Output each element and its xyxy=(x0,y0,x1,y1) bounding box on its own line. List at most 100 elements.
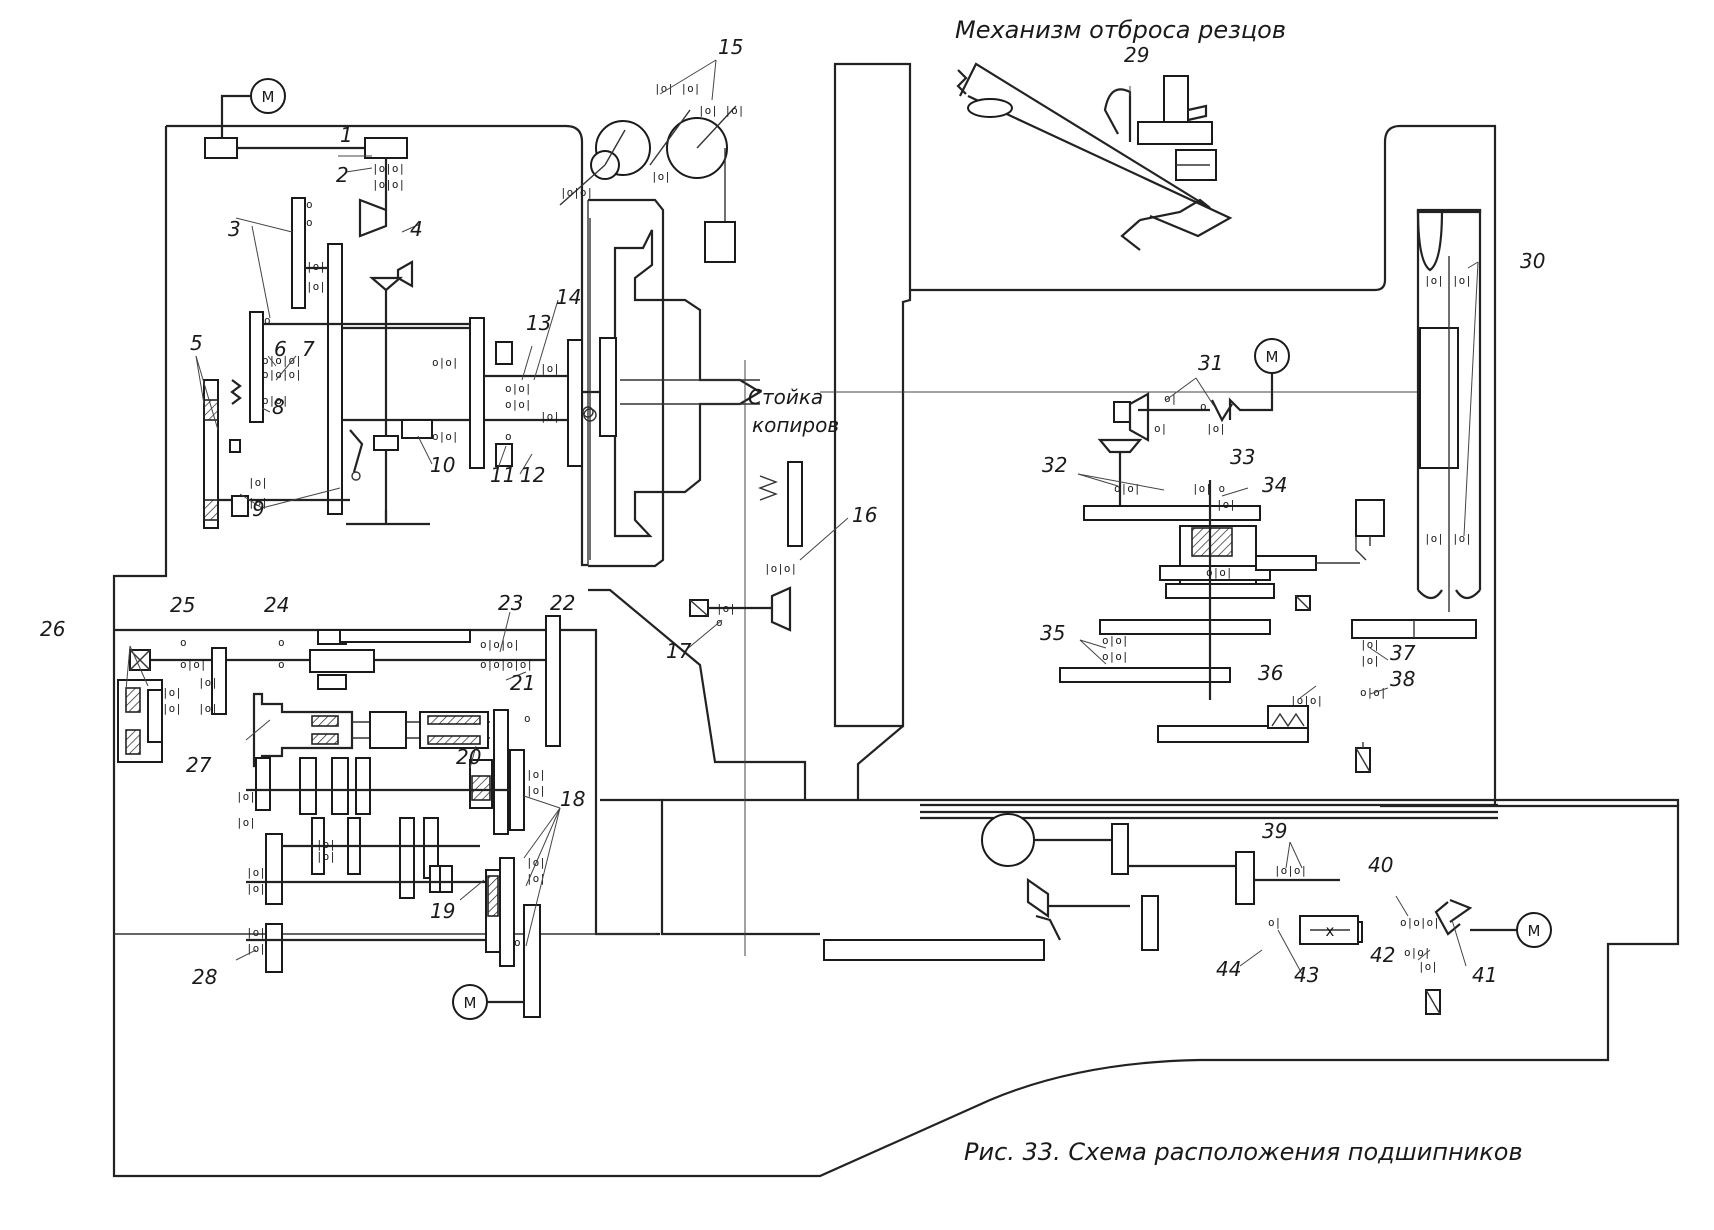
pulley-2 xyxy=(364,137,408,159)
svg-text:o|o|o|: o|o|o| xyxy=(262,368,302,381)
svg-text:o: o xyxy=(524,712,531,725)
motor-right-top: М xyxy=(1138,338,1290,423)
pos-2: 2 xyxy=(336,163,349,187)
svg-text:|o|: |o| xyxy=(198,702,218,715)
svg-text:o|o|: o|o| xyxy=(180,658,207,671)
table-drive-31-38: o|o |o| o| o|o| |o| o |o| o|o| o|o| o|o|… xyxy=(1059,392,1387,773)
svg-text:|o|: |o| xyxy=(1360,654,1380,667)
motor-label: М xyxy=(1528,922,1541,940)
pos-43: 43 xyxy=(1294,963,1319,987)
pos-10: 10 xyxy=(430,453,455,477)
svg-text:|o|: |o| xyxy=(526,768,546,781)
svg-text:|o|: |o| xyxy=(306,280,326,293)
svg-text:o|o|: o|o| xyxy=(1102,634,1129,647)
pos-24: 24 xyxy=(264,593,289,617)
pos-42: 42 xyxy=(1370,943,1395,967)
pos-6: 6 xyxy=(274,337,287,361)
svg-text:o|o|: o|o| xyxy=(1206,566,1233,579)
svg-text:o|: o| xyxy=(514,936,527,949)
pos-21: 21 xyxy=(510,671,535,695)
svg-text:|o|: |o| xyxy=(248,476,268,489)
pos-4: 4 xyxy=(410,217,423,241)
svg-text:|o|: |o| xyxy=(246,866,266,879)
figure-title: Механизм отброса резцов xyxy=(955,16,1286,44)
pos-9: 9 xyxy=(252,497,265,521)
svg-text:|o|: |o| xyxy=(1424,532,1444,545)
pos-1: 1 xyxy=(340,123,353,147)
svg-text:o: o xyxy=(306,216,313,229)
pos-17: 17 xyxy=(666,639,692,663)
svg-text:|o|: |o| xyxy=(716,602,736,615)
svg-text:|o|: |o| xyxy=(162,686,182,699)
svg-text:o|o|o|: o|o|o| xyxy=(1400,916,1440,929)
headstock-outline xyxy=(112,124,1680,1178)
svg-text:o: o xyxy=(264,314,271,327)
svg-text:o|o|: o|o| xyxy=(262,394,289,407)
apron-feed-39-44: x |o|o| o| o|o|o| o|o| |o| xyxy=(823,813,1473,1015)
lever-mechanism xyxy=(349,341,594,481)
svg-text:|o|o|: |o|o| xyxy=(560,186,593,199)
copier-stand-label-1: Стойка xyxy=(748,385,823,409)
svg-text:|o|: |o| xyxy=(540,410,560,423)
bevel-gear-2 xyxy=(358,198,388,238)
pos-27: 27 xyxy=(186,753,212,777)
pos-8: 8 xyxy=(272,395,285,419)
pos-13: 13 xyxy=(526,311,551,335)
pos-44: 44 xyxy=(1216,957,1241,981)
svg-text:|o|: |o| xyxy=(1418,960,1438,973)
svg-text:|o|: |o| xyxy=(1206,422,1226,435)
bed-and-slides xyxy=(114,588,1680,936)
pos-28: 28 xyxy=(192,965,217,989)
svg-text:|o|: |o| xyxy=(316,838,336,851)
pos-38: 38 xyxy=(1390,667,1415,691)
svg-text:|o|: |o| xyxy=(540,362,560,375)
pos-30: 30 xyxy=(1520,249,1545,273)
pos-3: 3 xyxy=(228,217,241,241)
pos-5: 5 xyxy=(190,331,203,355)
copier-stand-label-2: копиров xyxy=(752,413,839,437)
svg-text:o|o|: o|o| xyxy=(432,430,459,443)
tool-retraction-mechanism xyxy=(956,62,1233,251)
pos-26: 26 xyxy=(40,617,65,641)
svg-text:o: o xyxy=(505,430,512,443)
svg-text:|o|o|: |o|o| xyxy=(1274,864,1307,877)
pos-32: 32 xyxy=(1042,453,1067,477)
svg-text:o|o|o|: o|o|o| xyxy=(480,638,520,651)
pos-34: 34 xyxy=(1262,473,1287,497)
clutch-26: |o| |o| xyxy=(117,679,182,763)
svg-text:o: o xyxy=(306,198,313,211)
svg-text:o: o xyxy=(278,636,285,649)
svg-text:|o|: |o| xyxy=(246,926,266,939)
svg-text:|o|: |o| xyxy=(316,850,336,863)
svg-text:o: o xyxy=(1200,400,1207,413)
svg-text:|o| |o|: |o| |o| xyxy=(654,82,700,95)
pos-40: 40 xyxy=(1368,853,1393,877)
svg-text:|o|: |o| xyxy=(236,816,256,829)
svg-text:|o|: |o| xyxy=(1216,498,1236,511)
pos-18: 18 xyxy=(560,787,585,811)
pos-25: 25 xyxy=(170,593,195,617)
pos-15: 15 xyxy=(718,35,743,59)
figure-caption: Рис. 33. Схема расположения подшипников xyxy=(964,1138,1523,1166)
svg-text:|o|: |o| xyxy=(1452,532,1472,545)
feed-gearbox: |o||o| |o||o| |o||o| |o||o| |o||o| |o||o… xyxy=(236,709,546,1018)
pos-11: 11 xyxy=(490,463,515,487)
svg-text:|o|: |o| xyxy=(246,942,266,955)
pos-33: 33 xyxy=(1230,445,1255,469)
svg-text:|o|: |o| xyxy=(246,882,266,895)
motor-bottom-left: М xyxy=(452,984,524,1020)
svg-text:|o|: |o| xyxy=(162,702,182,715)
svg-text:o: o xyxy=(180,636,187,649)
pos-16: 16 xyxy=(852,503,877,527)
motor-label: М xyxy=(464,994,477,1012)
pos-12: 12 xyxy=(520,463,545,487)
spindle-tube-27 xyxy=(252,692,490,768)
svg-text:|o|o|: |o|o| xyxy=(764,562,797,575)
motor-top-left: М xyxy=(220,78,286,138)
feed-shaft-16-17: |o|o| |o| o xyxy=(689,461,803,632)
bearing-marks-headstock: oo |o||o| o o|o|o| o|o|o| o|o| |o| |o| o… xyxy=(248,198,560,509)
pos-22: 22 xyxy=(550,591,575,615)
svg-text:|o|: |o| xyxy=(306,260,326,273)
svg-text:|o|: |o| xyxy=(1452,274,1472,287)
